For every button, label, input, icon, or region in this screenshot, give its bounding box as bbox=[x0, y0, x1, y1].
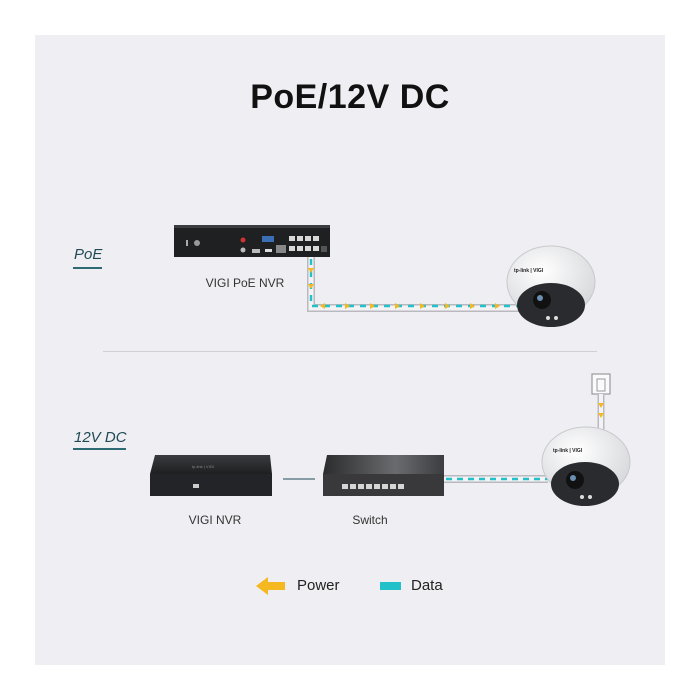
section-label-12v-dc: 12V DC bbox=[74, 429, 127, 446]
poe-dome-camera: tp-link | VIGI bbox=[506, 245, 596, 327]
vigi-nvr-device: tp-link | VIGI bbox=[150, 455, 272, 496]
caption-vigi-nvr: VIGI NVR bbox=[188, 513, 242, 527]
page-title: PoE/12V DC bbox=[250, 78, 450, 116]
vigi-poe-nvr-device bbox=[174, 225, 330, 257]
section-label-poe: PoE bbox=[74, 246, 103, 263]
section-divider bbox=[103, 351, 597, 352]
camera-brand-logo: tp-link | VIGI bbox=[514, 268, 544, 274]
svg-text:tp-link | VIGI: tp-link | VIGI bbox=[192, 464, 214, 469]
svg-text:tp-link | VIGI: tp-link | VIGI bbox=[553, 448, 583, 454]
caption-switch: Switch bbox=[352, 513, 388, 527]
poe-cable bbox=[307, 257, 525, 312]
power-outlet bbox=[591, 373, 611, 430]
dc-dome-camera: tp-link | VIGI bbox=[541, 426, 631, 506]
section-underline-poe bbox=[73, 267, 102, 269]
section-underline-12v-dc bbox=[73, 448, 126, 450]
caption-vigi-poe-nvr: VIGI PoE NVR bbox=[205, 276, 285, 290]
switch-device bbox=[323, 455, 444, 496]
legend-data-label: Data bbox=[411, 577, 443, 594]
data-legend-icon bbox=[380, 582, 401, 590]
power-legend-icon bbox=[256, 577, 285, 595]
diagram-panel bbox=[35, 35, 665, 665]
legend-power-label: Power bbox=[297, 577, 340, 594]
